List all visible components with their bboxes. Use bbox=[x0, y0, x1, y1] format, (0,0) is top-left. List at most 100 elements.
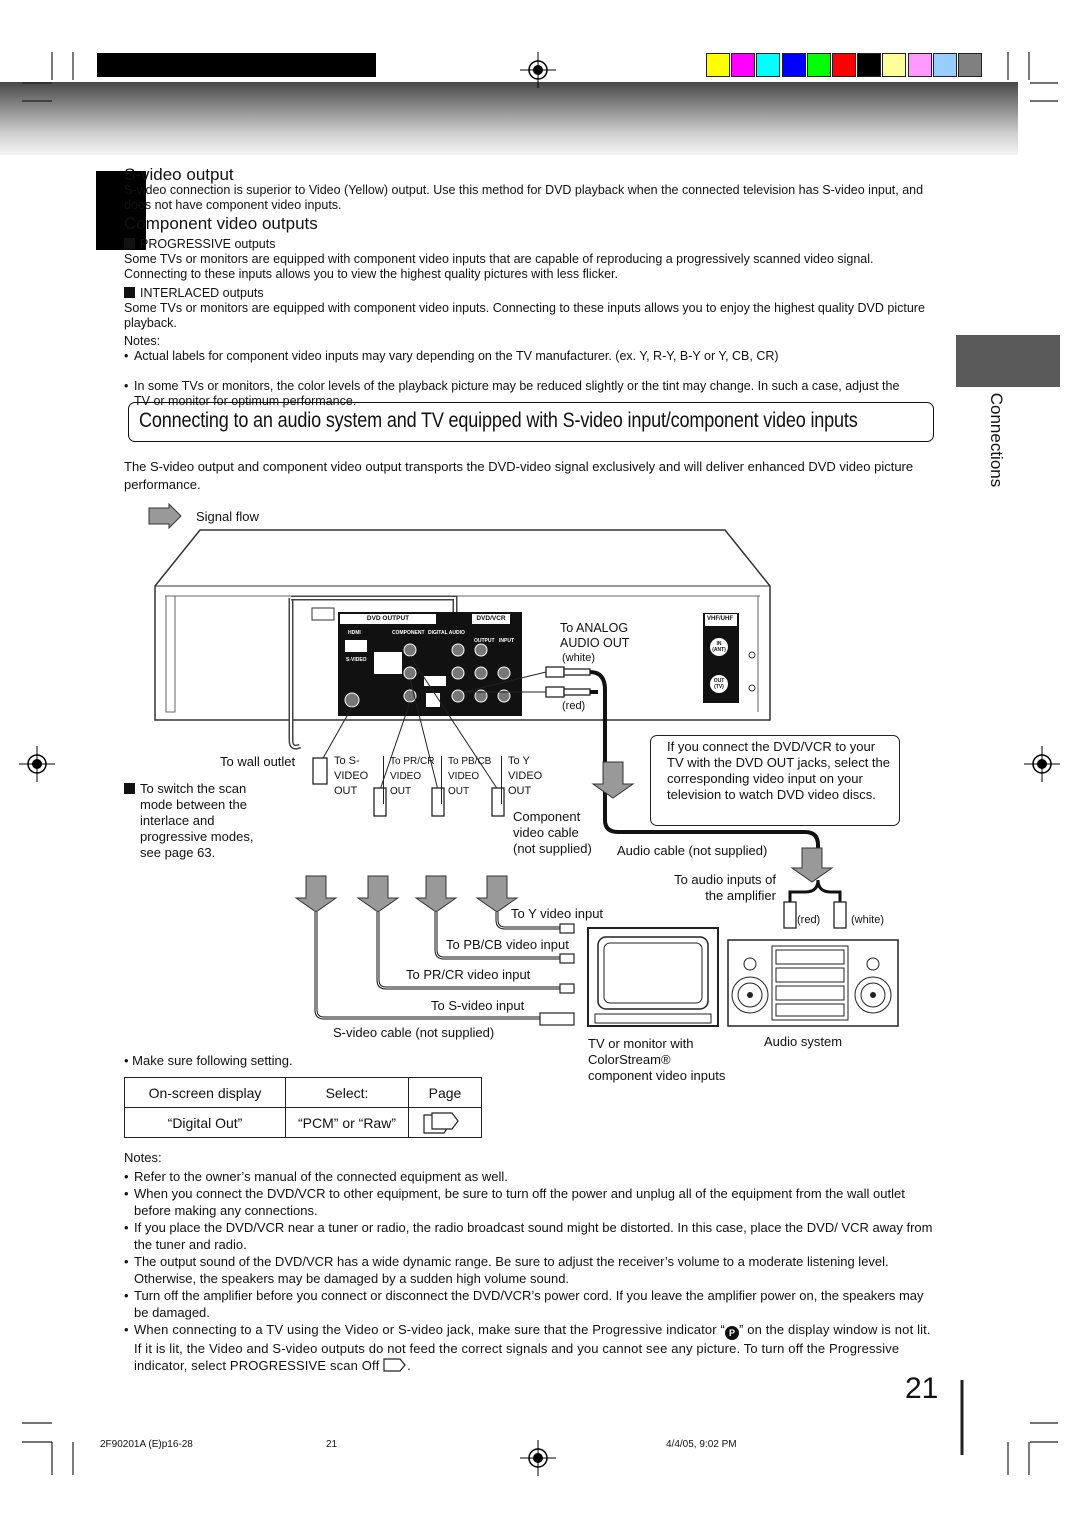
red-amp-label: (red) bbox=[797, 914, 821, 926]
progressive-label: PROGRESSIVE outputs bbox=[124, 237, 275, 252]
registration-mark-icon bbox=[520, 52, 556, 88]
jack-pb-l2: VIDEO bbox=[448, 771, 480, 782]
component-cable-l3: (not supplied) bbox=[513, 841, 592, 856]
jack-svideo-l3: OUT bbox=[334, 785, 358, 797]
jack-pb-l3: OUT bbox=[448, 786, 470, 797]
settings-header-select: Select: bbox=[285, 1077, 409, 1108]
square-bullet-icon bbox=[124, 238, 135, 249]
jack-divider-1 bbox=[383, 756, 384, 804]
bottom-note-5: Turn off the amplifier before you connec… bbox=[124, 1287, 939, 1321]
color-calibration-bar bbox=[0, 0, 1080, 80]
page-off-icon bbox=[383, 1358, 407, 1372]
color-swatch bbox=[706, 53, 730, 77]
dvd-vcr-panel-label: DVD/VCR bbox=[472, 614, 510, 624]
jack-divider-2 bbox=[441, 756, 442, 804]
settings-header-page: Page bbox=[408, 1077, 482, 1108]
color-swatch bbox=[907, 53, 932, 77]
registration-mark-icon bbox=[19, 746, 55, 782]
bottom-notes-list: Refer to the owner’s manual of the conne… bbox=[124, 1168, 939, 1374]
color-swatch bbox=[932, 53, 957, 77]
jack-label-pr: To PR/CR VIDEO OUT bbox=[390, 754, 434, 799]
bottom-notes-label: Notes: bbox=[124, 1150, 162, 1165]
switch-scan-note: To switch the scan mode between the inte… bbox=[124, 781, 253, 861]
jack-pb-l1: To PB/CB bbox=[448, 756, 492, 767]
white-plug-label: (white) bbox=[562, 652, 596, 664]
to-audio-inputs-label: To audio inputs of the amplifier bbox=[640, 872, 776, 904]
color-swatch bbox=[731, 53, 756, 77]
dvd-out-note-box: If you connect the DVD/VCR to your TV wi… bbox=[650, 735, 900, 826]
to-audio-inputs-l2: the amplifier bbox=[705, 888, 776, 903]
square-bullet-icon bbox=[124, 287, 135, 298]
component-panel-label: COMPONENT bbox=[392, 630, 425, 636]
tv-out-label: OUT(TV) bbox=[710, 678, 728, 690]
component-cable-label: Component video cable (not supplied) bbox=[513, 809, 592, 857]
digital-audio-panel-label: DIGITAL AUDIO bbox=[428, 630, 465, 636]
to-svideo-input-label: To S-video input bbox=[431, 998, 525, 1013]
bottom-note-6-part2: ” on the display window is not lit. If i… bbox=[134, 1322, 931, 1373]
jack-pr-l1: To PR/CR bbox=[390, 756, 435, 767]
component-cable-l1: Component bbox=[513, 809, 581, 824]
tv-out-text: OUT bbox=[713, 678, 725, 684]
footer-date: 4/4/05, 9:02 PM bbox=[666, 1439, 737, 1450]
color-swatch bbox=[958, 53, 982, 77]
setting-intro: Make sure following setting. bbox=[124, 1053, 292, 1069]
jack-label-y: To Y VIDEO OUT bbox=[508, 754, 542, 799]
jack-y-l1: To Y bbox=[508, 755, 530, 767]
footer-file: 2F90201A (E)p16-28 bbox=[100, 1439, 193, 1450]
color-swatch bbox=[832, 53, 856, 77]
bottom-note-3: If you place the DVD/VCR near a tuner or… bbox=[124, 1219, 939, 1253]
red-plug-label: (red) bbox=[562, 700, 586, 712]
footer-mid: 21 bbox=[326, 1439, 338, 1450]
bottom-note-6-end: . bbox=[407, 1358, 411, 1373]
to-analog-line1: To ANALOG bbox=[560, 621, 629, 635]
to-pr-input-label: To PR/CR video input bbox=[406, 967, 531, 982]
dvd-output-panel-label: DVD OUTPUT bbox=[340, 614, 436, 624]
output-panel-label: OUTPUT bbox=[474, 638, 495, 644]
bottom-note-1: Refer to the owner’s manual of the conne… bbox=[124, 1168, 939, 1185]
svideo-heading: S-video output bbox=[124, 165, 234, 184]
settings-value-select: “PCM” or “Raw” bbox=[285, 1107, 409, 1138]
switch-scan-line-5: see page 63. bbox=[140, 845, 216, 860]
switch-scan-line-3: interlace and bbox=[140, 813, 215, 828]
to-wall-outlet: To wall outlet bbox=[220, 754, 296, 769]
input-panel-label: INPUT bbox=[499, 638, 514, 644]
audio-system-label: Audio system bbox=[764, 1034, 843, 1049]
jack-divider-3 bbox=[501, 756, 502, 804]
color-swatch bbox=[756, 53, 781, 77]
component-cable-l2: video cable bbox=[513, 825, 579, 840]
bottom-note-2: When you connect the DVD/VCR to other eq… bbox=[124, 1185, 939, 1219]
tv-label: TV or monitor with ColorStream® componen… bbox=[588, 1036, 725, 1084]
square-bullet-icon bbox=[124, 783, 135, 794]
header-black-bar bbox=[97, 53, 376, 77]
audio-cable-label: Audio cable (not supplied) bbox=[617, 843, 768, 858]
settings-header-display: On-screen display bbox=[124, 1077, 286, 1108]
heading-black-block bbox=[96, 171, 146, 250]
hdmi-panel-label: HDMI bbox=[348, 630, 361, 636]
color-swatch bbox=[882, 53, 907, 77]
progressive-body: Some TVs or monitors are equipped with c… bbox=[124, 252, 874, 281]
switch-scan-line-2: mode between the bbox=[140, 797, 247, 812]
jack-svideo-l1: To S- bbox=[334, 755, 360, 767]
svideo-cable-label: S-video cable (not supplied) bbox=[333, 1025, 495, 1040]
jack-label-pb: To PB/CB VIDEO OUT bbox=[448, 754, 491, 799]
white-amp-label: (white) bbox=[851, 914, 885, 926]
component-note-2: In some TVs or monitors, the color level… bbox=[124, 379, 904, 409]
svideo-panel-label: S-VIDEO bbox=[346, 657, 367, 663]
header-gradient-band bbox=[0, 82, 1018, 155]
switch-scan-line-1: To switch the scan bbox=[124, 781, 253, 797]
progressive-p-icon: P bbox=[725, 1326, 740, 1340]
to-y-input-label: To Y video input bbox=[511, 906, 604, 921]
bottom-note-4: The output sound of the DVD/VCR has a wi… bbox=[124, 1253, 939, 1287]
ant-in-text: IN bbox=[716, 641, 722, 647]
to-audio-inputs-l1: To audio inputs of bbox=[674, 872, 776, 887]
component-note-1: Actual labels for component video inputs… bbox=[124, 349, 934, 364]
jack-pr-l3: OUT bbox=[390, 786, 412, 797]
jack-pr-l2: VIDEO bbox=[390, 771, 422, 782]
tv-text: (TV) bbox=[714, 684, 724, 690]
jack-label-svideo: To S- VIDEO OUT bbox=[334, 754, 368, 799]
side-tab-block bbox=[956, 335, 1060, 387]
bottom-note-6-part1: When connecting to a TV using the Video … bbox=[134, 1322, 726, 1337]
svideo-body: S-video connection is superior to Video … bbox=[124, 183, 924, 212]
